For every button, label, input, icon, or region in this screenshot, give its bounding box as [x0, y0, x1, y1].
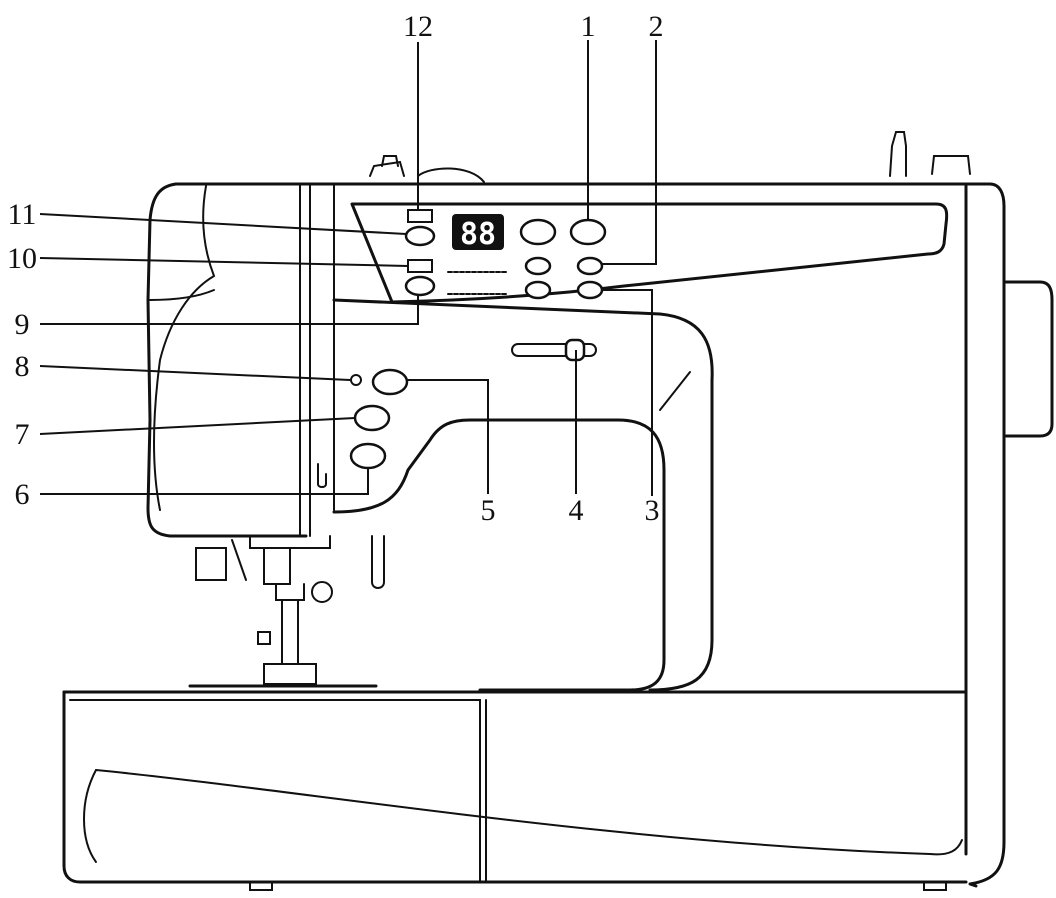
callout-1: 1 — [581, 10, 596, 43]
panel-button-mid-a[interactable] — [524, 256, 552, 276]
callout-5: 5 — [481, 494, 496, 527]
panel-button-top-a[interactable] — [519, 218, 557, 246]
callout-2: 2 — [649, 10, 664, 43]
button-2[interactable] — [576, 256, 604, 276]
callout-7: 7 — [15, 418, 30, 451]
callout-10: 10 — [7, 242, 37, 275]
button-6[interactable] — [349, 442, 387, 470]
callout-labels: 1 2 3 4 5 6 7 8 9 10 11 12 — [7, 10, 664, 527]
leader-lines — [39, 40, 657, 496]
button-7[interactable] — [353, 404, 391, 432]
indicator-8 — [350, 374, 362, 386]
callout-4: 4 — [569, 494, 584, 527]
speed-slider-track — [511, 343, 597, 357]
callout-8: 8 — [15, 350, 30, 383]
button-9[interactable] — [404, 275, 436, 297]
callout-6: 6 — [15, 478, 30, 511]
led-display — [452, 214, 504, 250]
machine-body — [62, 131, 1054, 891]
button-1[interactable] — [569, 218, 607, 246]
indicator-lamp-10 — [407, 259, 433, 273]
button-3[interactable] — [576, 280, 604, 300]
callout-12: 12 — [403, 10, 433, 43]
callout-11: 11 — [8, 198, 37, 231]
led-display-digits: 88 — [460, 217, 496, 252]
panel-button-low-a[interactable] — [524, 280, 552, 300]
button-11[interactable] — [404, 225, 436, 247]
indicator-lamp-12 — [407, 209, 433, 223]
front-controls — [317, 338, 597, 488]
control-panel: 88 — [404, 209, 607, 300]
button-5[interactable] — [371, 368, 409, 396]
thread-cutter-icon — [317, 463, 327, 488]
callout-3: 3 — [645, 494, 660, 527]
callout-9: 9 — [15, 308, 30, 341]
